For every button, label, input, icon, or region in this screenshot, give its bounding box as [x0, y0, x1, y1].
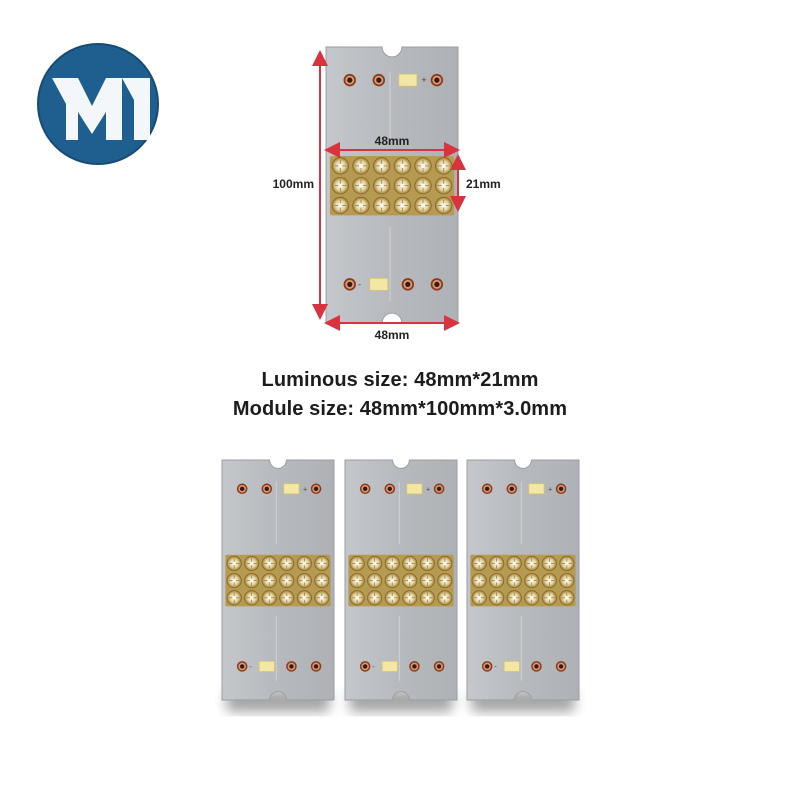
pcb-board: +- [221, 459, 335, 712]
luminous-size-caption: Luminous size: 48mm*21mm [261, 369, 539, 391]
brand-logo [37, 43, 159, 165]
negative-pad [503, 660, 520, 672]
positive-mark: + [421, 75, 426, 85]
negative-pad [369, 277, 389, 291]
dimension-width-top: 48mm [375, 134, 410, 148]
positive-mark: + [426, 484, 431, 493]
negative-mark: - [494, 662, 497, 671]
positive-mark: + [548, 484, 553, 493]
pcb-board: +- [344, 459, 458, 712]
positive-pad [528, 483, 545, 495]
dimension-height-luminous: 21mm [466, 177, 501, 191]
negative-mark: - [249, 662, 252, 671]
positive-pad [406, 483, 423, 495]
pcb-board: +- [325, 46, 459, 324]
module-size-caption: Module size: 48mm*100mm*3.0mm [232, 398, 568, 420]
pcb-module-row: +-+-+- [221, 459, 580, 712]
negative-mark: - [372, 662, 375, 671]
positive-pad [398, 73, 418, 87]
positive-pad [283, 483, 300, 495]
positive-mark: + [303, 484, 308, 493]
dimension-annotations: 48mm 21mm 100mm 48mm [273, 50, 501, 342]
pcb-board: +- [466, 459, 580, 712]
dimension-width-bottom: 48mm [375, 328, 410, 342]
negative-pad [258, 660, 275, 672]
pcb-module-top: +- [325, 46, 459, 324]
negative-mark: - [358, 279, 361, 289]
dimension-height-module: 100mm [273, 177, 314, 191]
negative-pad [381, 660, 398, 672]
